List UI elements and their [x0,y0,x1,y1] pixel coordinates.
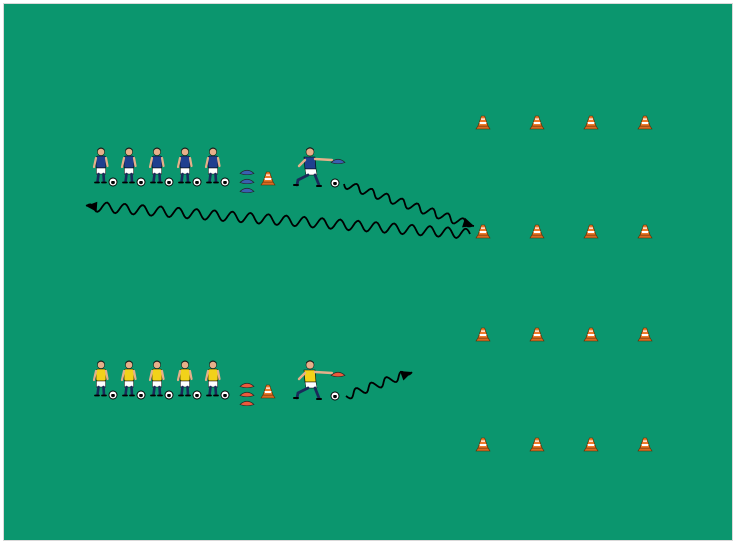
ball-icon [137,178,145,186]
ball-icon [165,178,173,186]
pitch-background [4,4,733,541]
ball-icon [137,391,145,399]
ball-icon [193,178,201,186]
ball-icon [331,179,339,187]
ball-icon [331,392,339,400]
ball-icon [193,391,201,399]
ball-icon [221,391,229,399]
ball-icon [221,178,229,186]
ball-icon [165,391,173,399]
ball-icon [109,178,117,186]
ball-icon [109,391,117,399]
